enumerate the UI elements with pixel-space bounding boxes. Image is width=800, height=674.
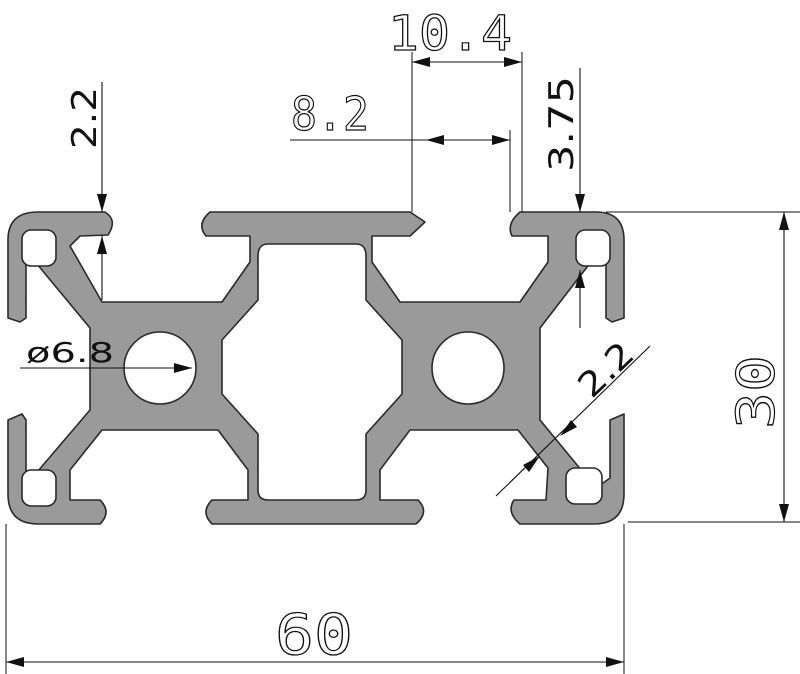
dimension-label-height: 30 [727,355,787,429]
dimension-label-wall-left: 2.2 [65,87,105,149]
dimension-slot-width-inner: 8.2 [290,86,511,212]
corner-cavity-bottom-left [21,469,57,507]
dimension-label-wall-diagonal: 2.2 [570,334,642,406]
dimension-wall-right: 3.75 [542,68,585,328]
dimension-label-slot-inner: 8.2 [291,87,369,141]
dimension-label-width: 60 [275,603,353,668]
corner-cavity-top-right [575,229,611,267]
dimension-label-slot-outer: 10.4 [388,6,512,62]
dimension-slot-width-outer: 10.4 [387,5,523,212]
corner-cavity-top-left [21,229,57,267]
dimension-label-hole-diameter: ø6.8 [26,336,114,369]
dimension-width: 60 [5,524,625,674]
dimension-height: 30 [606,211,800,523]
dimension-hole-diameter: ø6.8 [20,336,192,373]
dimension-label-wall-right: 3.75 [542,76,582,172]
corner-cavity-bottom-right [565,467,603,505]
center-bore-right [431,331,505,405]
dimension-wall-left: 2.2 [65,82,107,300]
